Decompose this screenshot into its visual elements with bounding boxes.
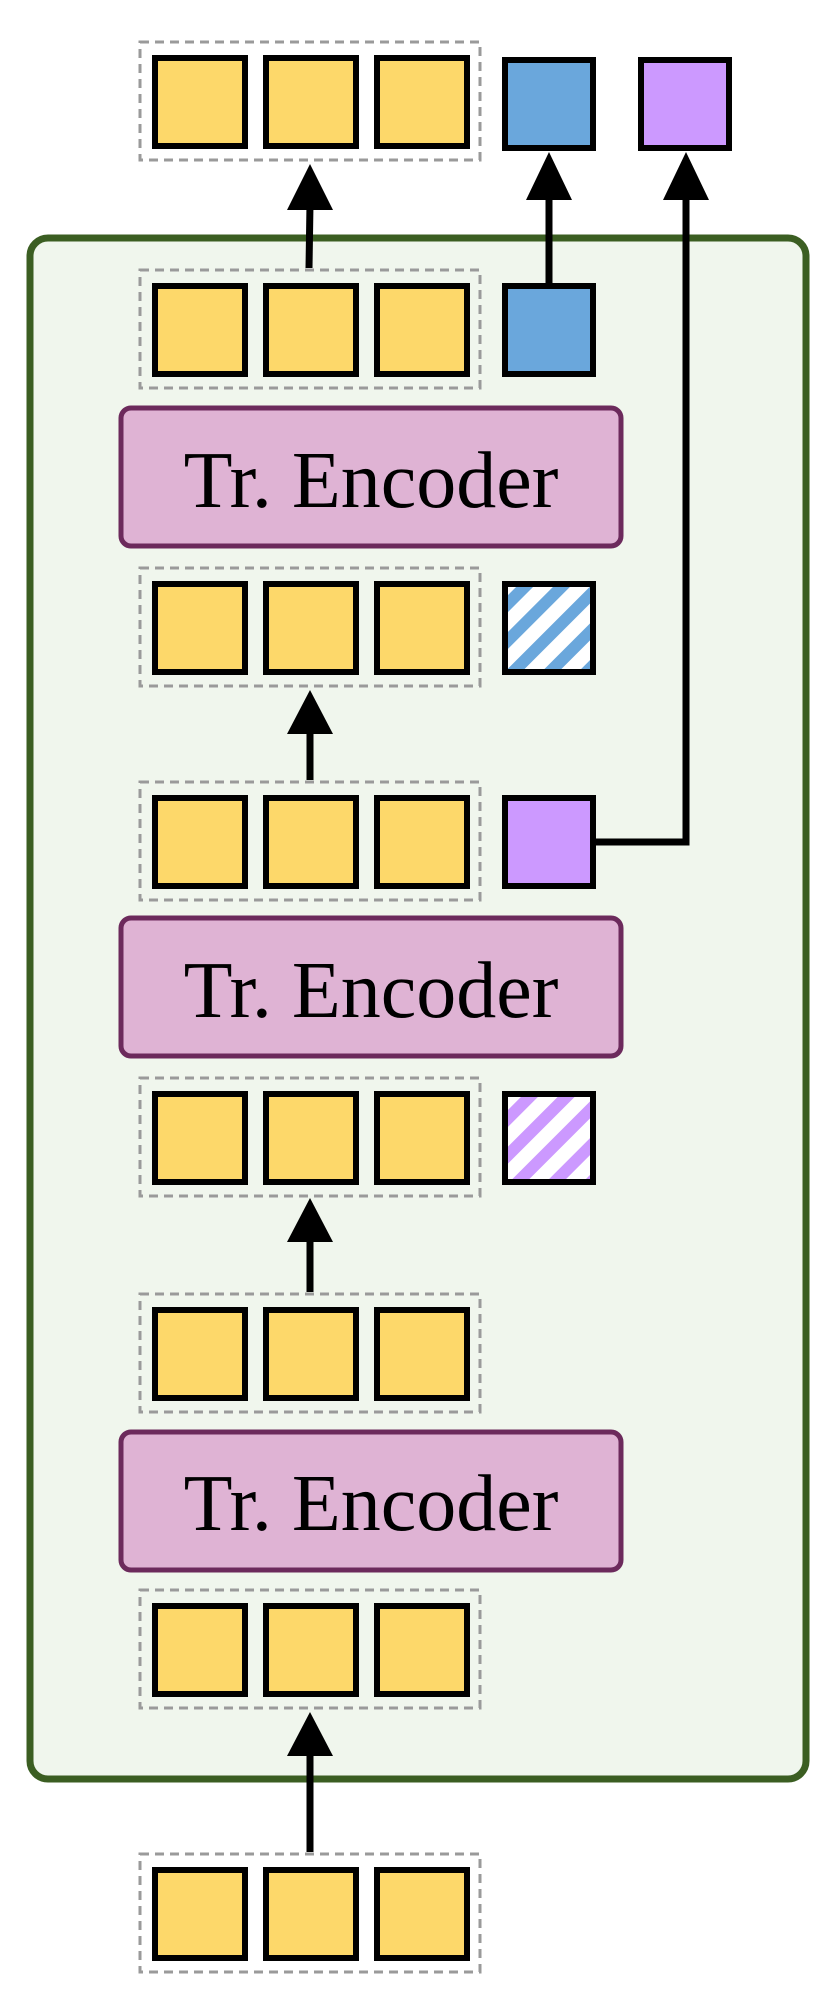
token xyxy=(263,1307,359,1401)
token-row-encoder1-out xyxy=(138,1292,482,1414)
blue-token xyxy=(502,283,596,377)
token-row-encoder2-out xyxy=(138,780,596,902)
arrow-input-to-block xyxy=(287,1712,333,1852)
token-group-frame xyxy=(138,780,482,902)
transformer-encoder-2: Tr. Encoder xyxy=(118,915,624,1059)
token xyxy=(374,1307,470,1401)
token-group-frame xyxy=(138,40,482,162)
arrow-blue-output xyxy=(526,152,572,284)
token-row-encoder3-in xyxy=(138,566,596,688)
token xyxy=(152,1307,248,1401)
transformer-encoder-1: Tr. Encoder xyxy=(118,1429,624,1573)
purple-token xyxy=(502,795,596,889)
input-token-row xyxy=(138,1852,482,1974)
token xyxy=(263,1603,359,1697)
token xyxy=(152,1867,248,1961)
token xyxy=(374,55,470,149)
token-group-frame xyxy=(138,1588,482,1710)
token-group-frame xyxy=(138,566,482,688)
encoder-label: Tr. Encoder xyxy=(184,947,559,1035)
encoder-label: Tr. Encoder xyxy=(184,1460,559,1548)
token xyxy=(374,581,470,675)
token xyxy=(374,1867,470,1961)
token xyxy=(263,1867,359,1961)
token-group-frame xyxy=(138,1292,482,1414)
token xyxy=(374,795,470,889)
token-group-frame xyxy=(138,268,482,390)
encoder-label: Tr. Encoder xyxy=(184,437,559,525)
arrow-purple-output xyxy=(596,152,709,846)
token xyxy=(152,581,248,675)
arrow-up-1 xyxy=(287,1198,333,1292)
token-row-encoder3-out xyxy=(138,268,596,390)
blue-output-token xyxy=(502,57,596,151)
token xyxy=(263,55,359,149)
token-group-frame xyxy=(138,1076,482,1198)
token xyxy=(263,283,359,377)
striped-blue-token xyxy=(502,581,596,675)
arrow-block-to-output xyxy=(287,164,333,269)
purple-output-token xyxy=(638,57,732,151)
token xyxy=(152,1603,248,1697)
token-row-encoder2-in xyxy=(138,1076,596,1198)
token xyxy=(374,1091,470,1185)
transformer-encoder-3: Tr. Encoder xyxy=(118,405,624,549)
token xyxy=(263,795,359,889)
arrow-up-2 xyxy=(287,690,333,780)
token xyxy=(152,1091,248,1185)
output-token-row xyxy=(138,40,732,162)
token-group-frame xyxy=(138,1852,482,1974)
token xyxy=(374,283,470,377)
token xyxy=(263,1091,359,1185)
token xyxy=(374,1603,470,1697)
token xyxy=(152,795,248,889)
striped-purple-token xyxy=(502,1091,596,1185)
token xyxy=(263,581,359,675)
token xyxy=(152,55,248,149)
token xyxy=(152,283,248,377)
token-row-encoder1-in xyxy=(138,1588,482,1710)
